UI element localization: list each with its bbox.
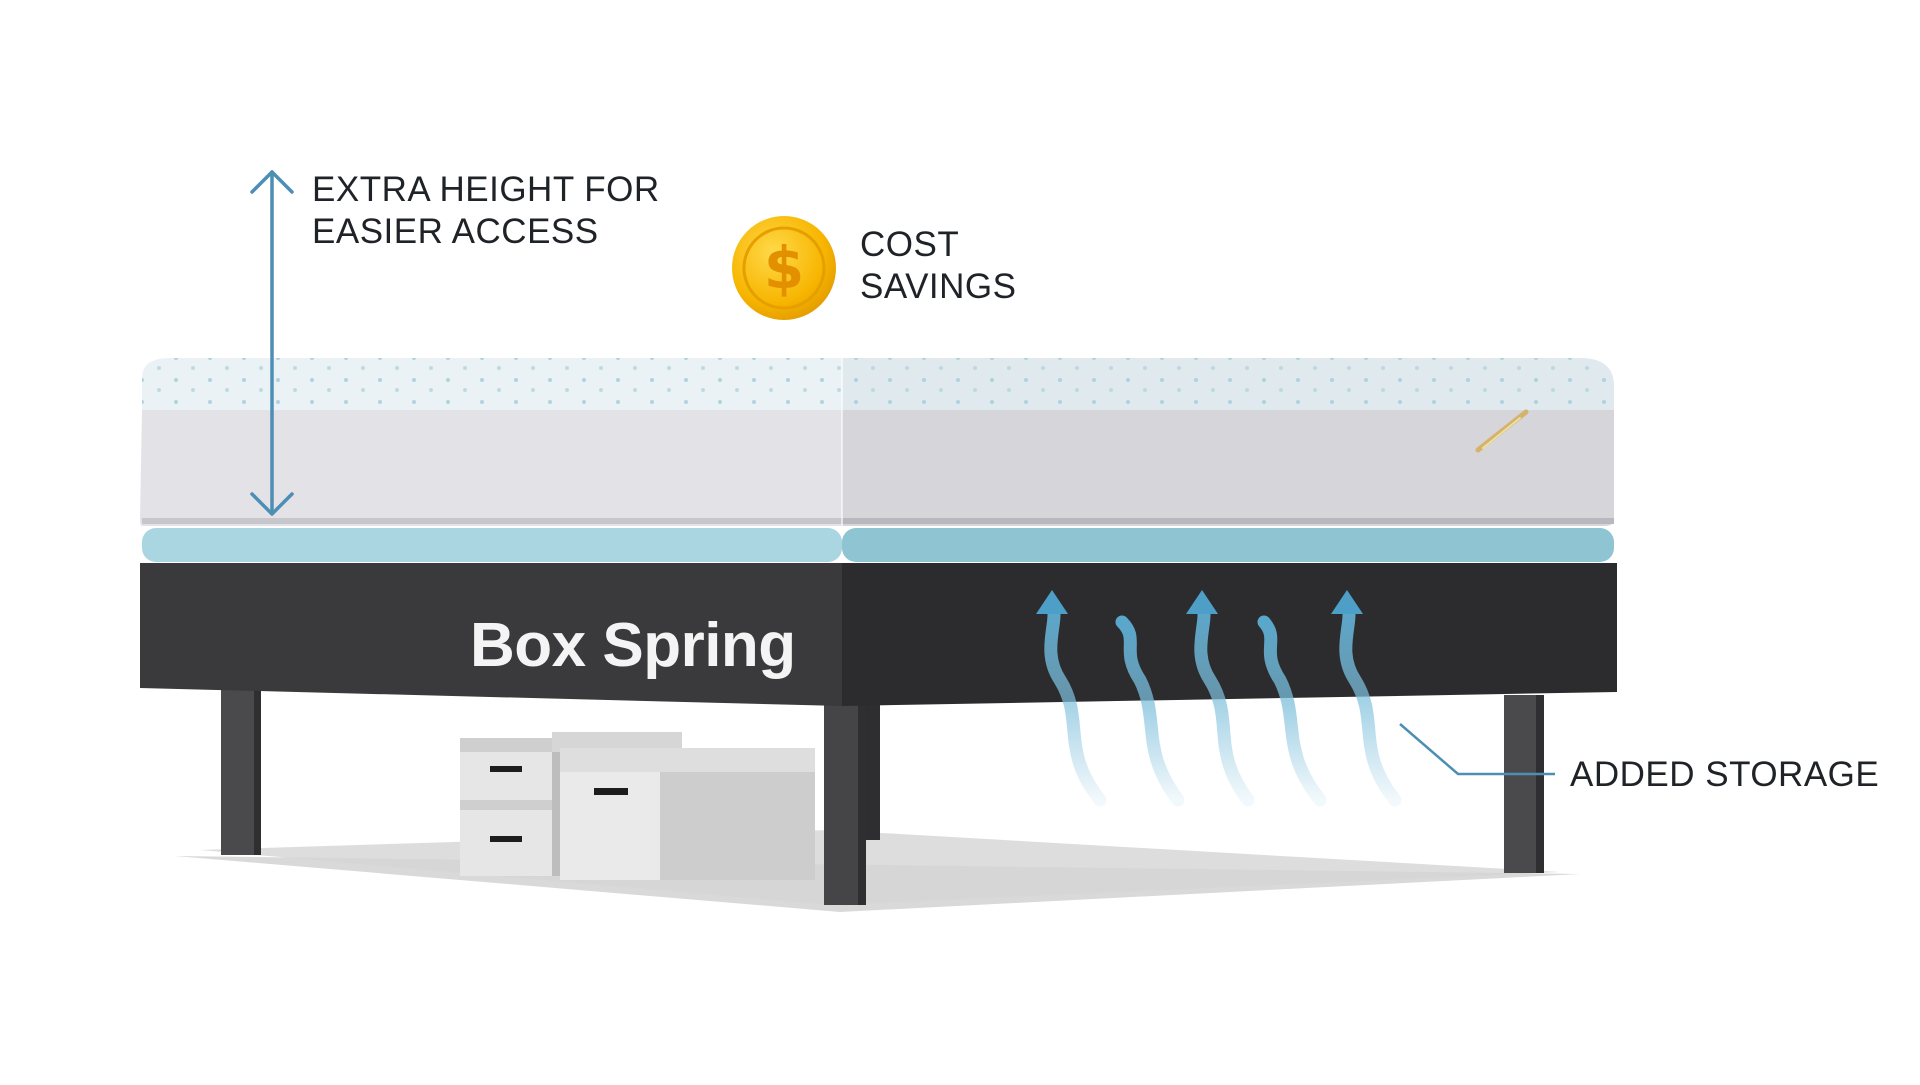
mattress-front	[140, 410, 842, 526]
dollar-sign-glyph: $	[763, 234, 805, 302]
floor-shadow-dark	[200, 830, 1560, 905]
bed-leg-back	[866, 700, 880, 840]
storage-leader-line	[1399, 723, 1555, 776]
extra-height-line-1: EXTRA HEIGHT FOR	[312, 170, 660, 209]
extra-height-callout: EXTRA HEIGHT FOR EASIER ACCESS	[312, 169, 660, 253]
bed-leg-front-right-edge	[1536, 695, 1544, 873]
box-spring-side	[842, 563, 1617, 706]
dollar-coin-icon	[732, 216, 836, 320]
added-storage-callout: ADDED STORAGE	[1570, 754, 1879, 796]
bed-leg-front-left-edge	[254, 690, 261, 855]
box-spring-front	[140, 563, 842, 706]
bed-leg-front-center-edge	[858, 700, 866, 905]
cost-savings-callout: COST SAVINGS	[860, 224, 1017, 308]
mattress-side	[842, 410, 1614, 526]
cost-savings-line-1: COST	[860, 225, 960, 264]
airflow-arrowheads	[1036, 590, 1363, 614]
cooling-layer-side	[842, 528, 1614, 562]
storage-boxes	[460, 732, 815, 880]
cost-savings-line-2: SAVINGS	[860, 267, 1017, 306]
mattress-zipper-tag	[1475, 409, 1529, 453]
added-storage-label: ADDED STORAGE	[1570, 755, 1880, 794]
double-arrow-vertical-icon	[250, 170, 294, 516]
airflow-arrows-icon	[1044, 598, 1402, 807]
extra-height-line-2: EASIER ACCESS	[312, 212, 599, 251]
cooling-layer-front	[142, 528, 842, 562]
box-spring-label: Box Spring	[470, 611, 796, 680]
